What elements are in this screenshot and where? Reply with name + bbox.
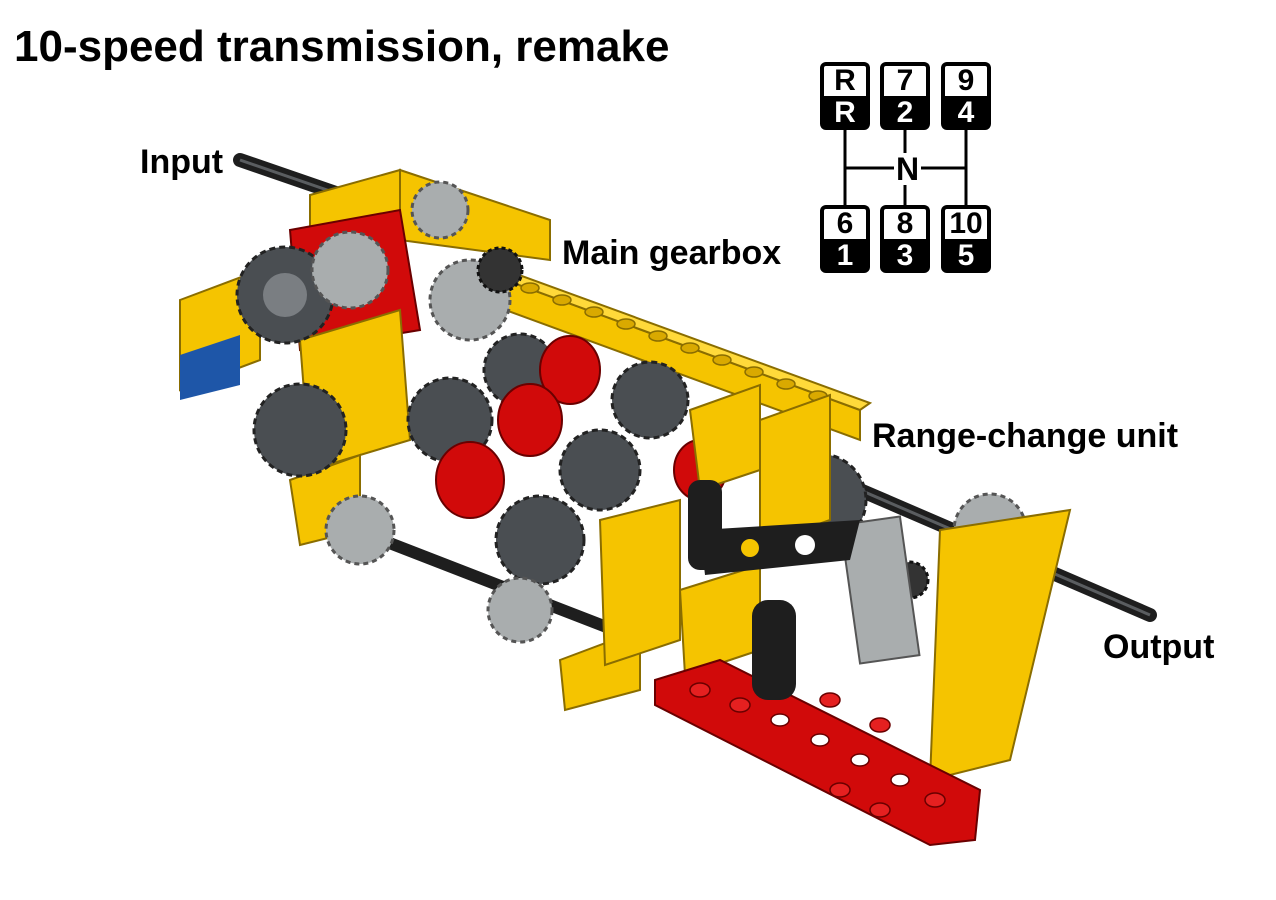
neutral-label: N bbox=[894, 151, 922, 187]
gear-knob-9-4: 9 4 bbox=[941, 62, 991, 130]
gear-knob-7-2: 7 2 bbox=[880, 62, 930, 130]
gear-high-label: 8 bbox=[880, 205, 930, 239]
gear-knob-R: R R bbox=[820, 62, 870, 130]
shift-pattern: R R 7 2 9 4 N 6 1 8 3 10 5 bbox=[816, 62, 996, 276]
base-plate bbox=[654, 658, 982, 847]
shift-lever bbox=[688, 480, 860, 700]
input-label: Input bbox=[140, 143, 224, 181]
output-label: Output bbox=[1103, 628, 1215, 666]
gear-low-label: R bbox=[820, 96, 870, 130]
range-change-label: Range-change unit bbox=[872, 417, 1179, 455]
gear-high-label: 7 bbox=[880, 62, 930, 96]
gear-low-label: 2 bbox=[880, 96, 930, 130]
main-gearbox-label: Main gearbox bbox=[562, 234, 782, 272]
gear-low-label: 4 bbox=[941, 96, 991, 130]
gear-knob-10-5: 10 5 bbox=[941, 205, 991, 273]
gear-knob-8-3: 8 3 bbox=[880, 205, 930, 273]
page-title: 10-speed transmission, remake bbox=[14, 22, 670, 71]
gear-knob-6-1: 6 1 bbox=[820, 205, 870, 273]
range-change-frame bbox=[598, 383, 1072, 782]
gear-high-label: R bbox=[820, 62, 870, 96]
gear-high-label: 6 bbox=[820, 205, 870, 239]
top-frame-beam bbox=[499, 266, 873, 442]
gear-low-label: 1 bbox=[820, 239, 870, 273]
gear-high-label: 10 bbox=[941, 205, 991, 239]
gear-high-label: 9 bbox=[941, 62, 991, 96]
gear-low-label: 5 bbox=[941, 239, 991, 273]
gear-low-label: 3 bbox=[880, 239, 930, 273]
